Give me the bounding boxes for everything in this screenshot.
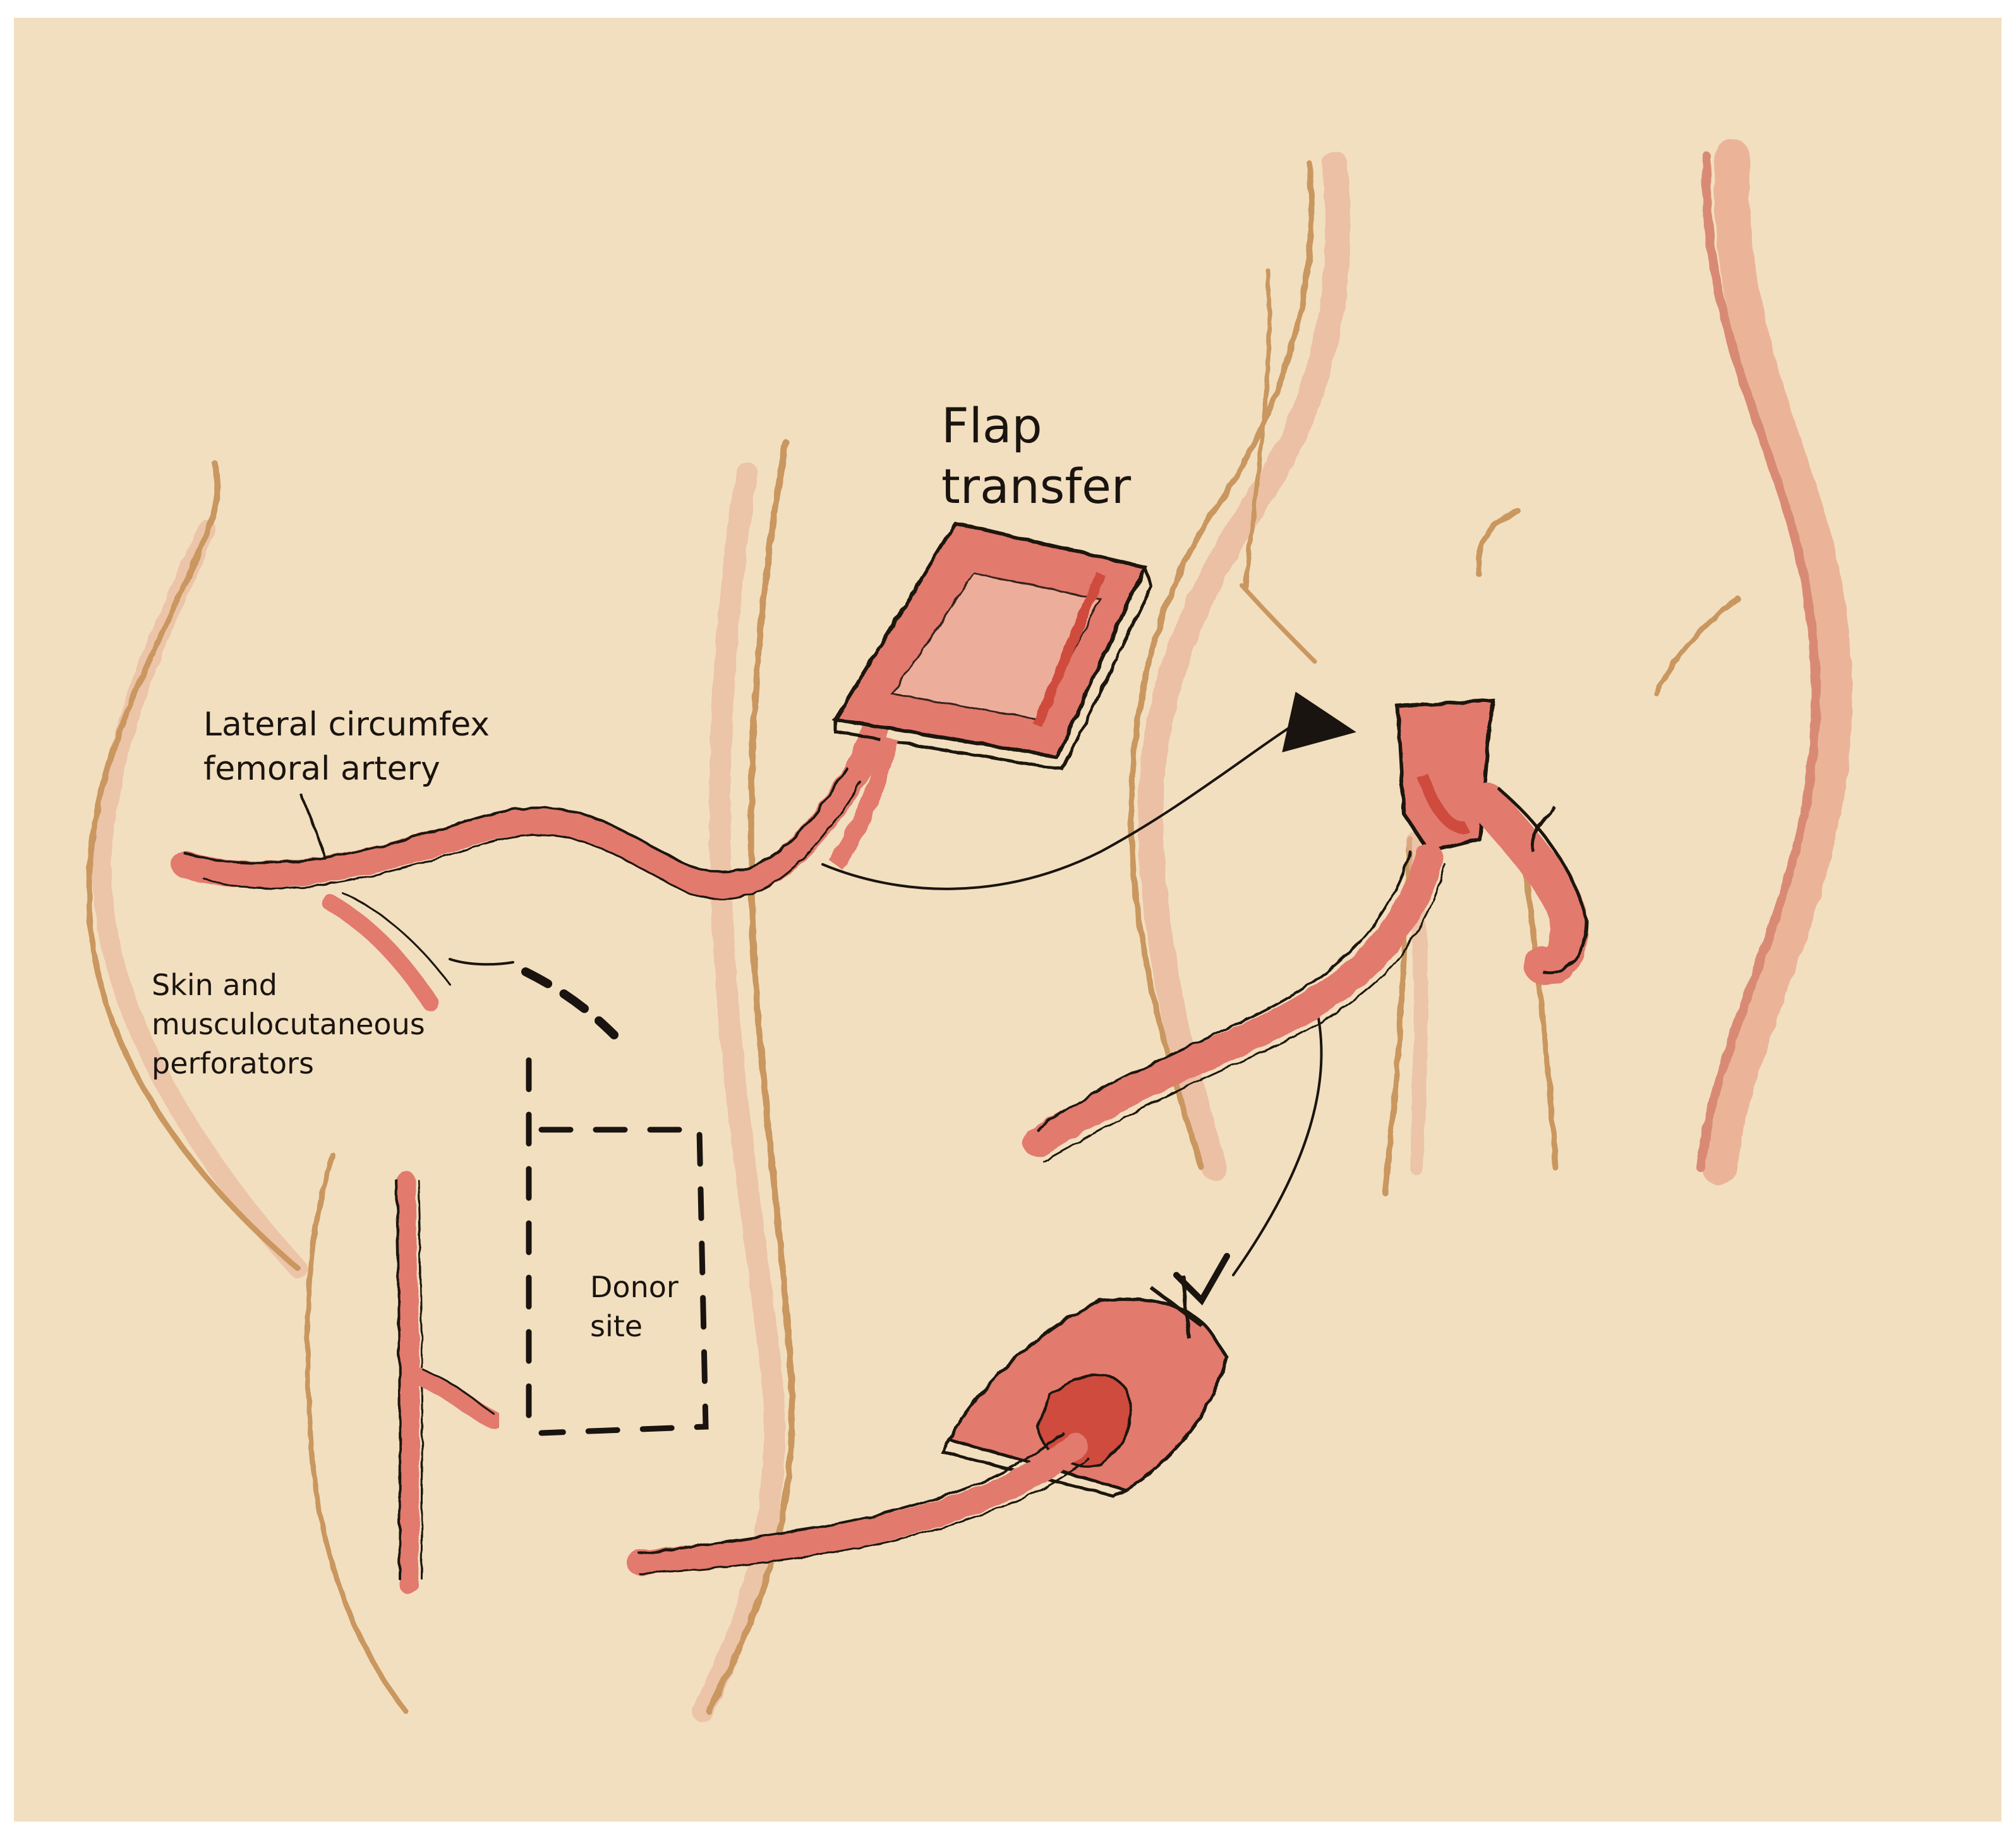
recipient-vessel-lower [627,1432,1089,1575]
torso-shadow-right [1702,139,1853,1185]
torso-outline-left [1128,160,1315,1171]
donor-arrow [449,958,619,1039]
femoral-artery [171,662,896,1012]
perforators-label: Skin and musculocutaneous perforators [152,968,425,1080]
artery-pointer [300,794,326,859]
flap-illustration [86,139,1853,1722]
transfer-arrow [821,691,1356,1306]
second-flap [940,1274,1229,1498]
groin-line-left [1240,584,1318,665]
donor-site-label: Donor site [590,1270,679,1343]
thigh-outline-left [86,460,301,1272]
torso-shadow-left [1137,150,1351,1180]
flap-transfer-label: Flap transfer [941,397,1132,514]
navel-line [1475,507,1521,577]
torso-outline [1128,139,1853,1196]
thigh-shadow-left [92,520,308,1278]
groin-line-right [1654,596,1741,696]
illustration-canvas: Flap transfer Lateral circumfex femoral … [14,18,2001,1822]
thigh-outline-left-lower [305,1152,408,1714]
recipient-vessel-upper [1023,843,1446,1163]
inner-leg-right [1521,849,1559,1171]
torso-outline-right [1696,152,1821,1172]
flap-graphic [828,521,1153,870]
perforator-branch [322,894,439,1012]
recipient-flap [1395,698,1589,986]
flap-pedicle [828,736,898,870]
donor-site-box [526,1057,709,1442]
descending-vessel [395,1171,503,1594]
torso-inner-left [1243,268,1272,589]
artery-label: Lateral circumfex femoral artery [203,706,490,788]
